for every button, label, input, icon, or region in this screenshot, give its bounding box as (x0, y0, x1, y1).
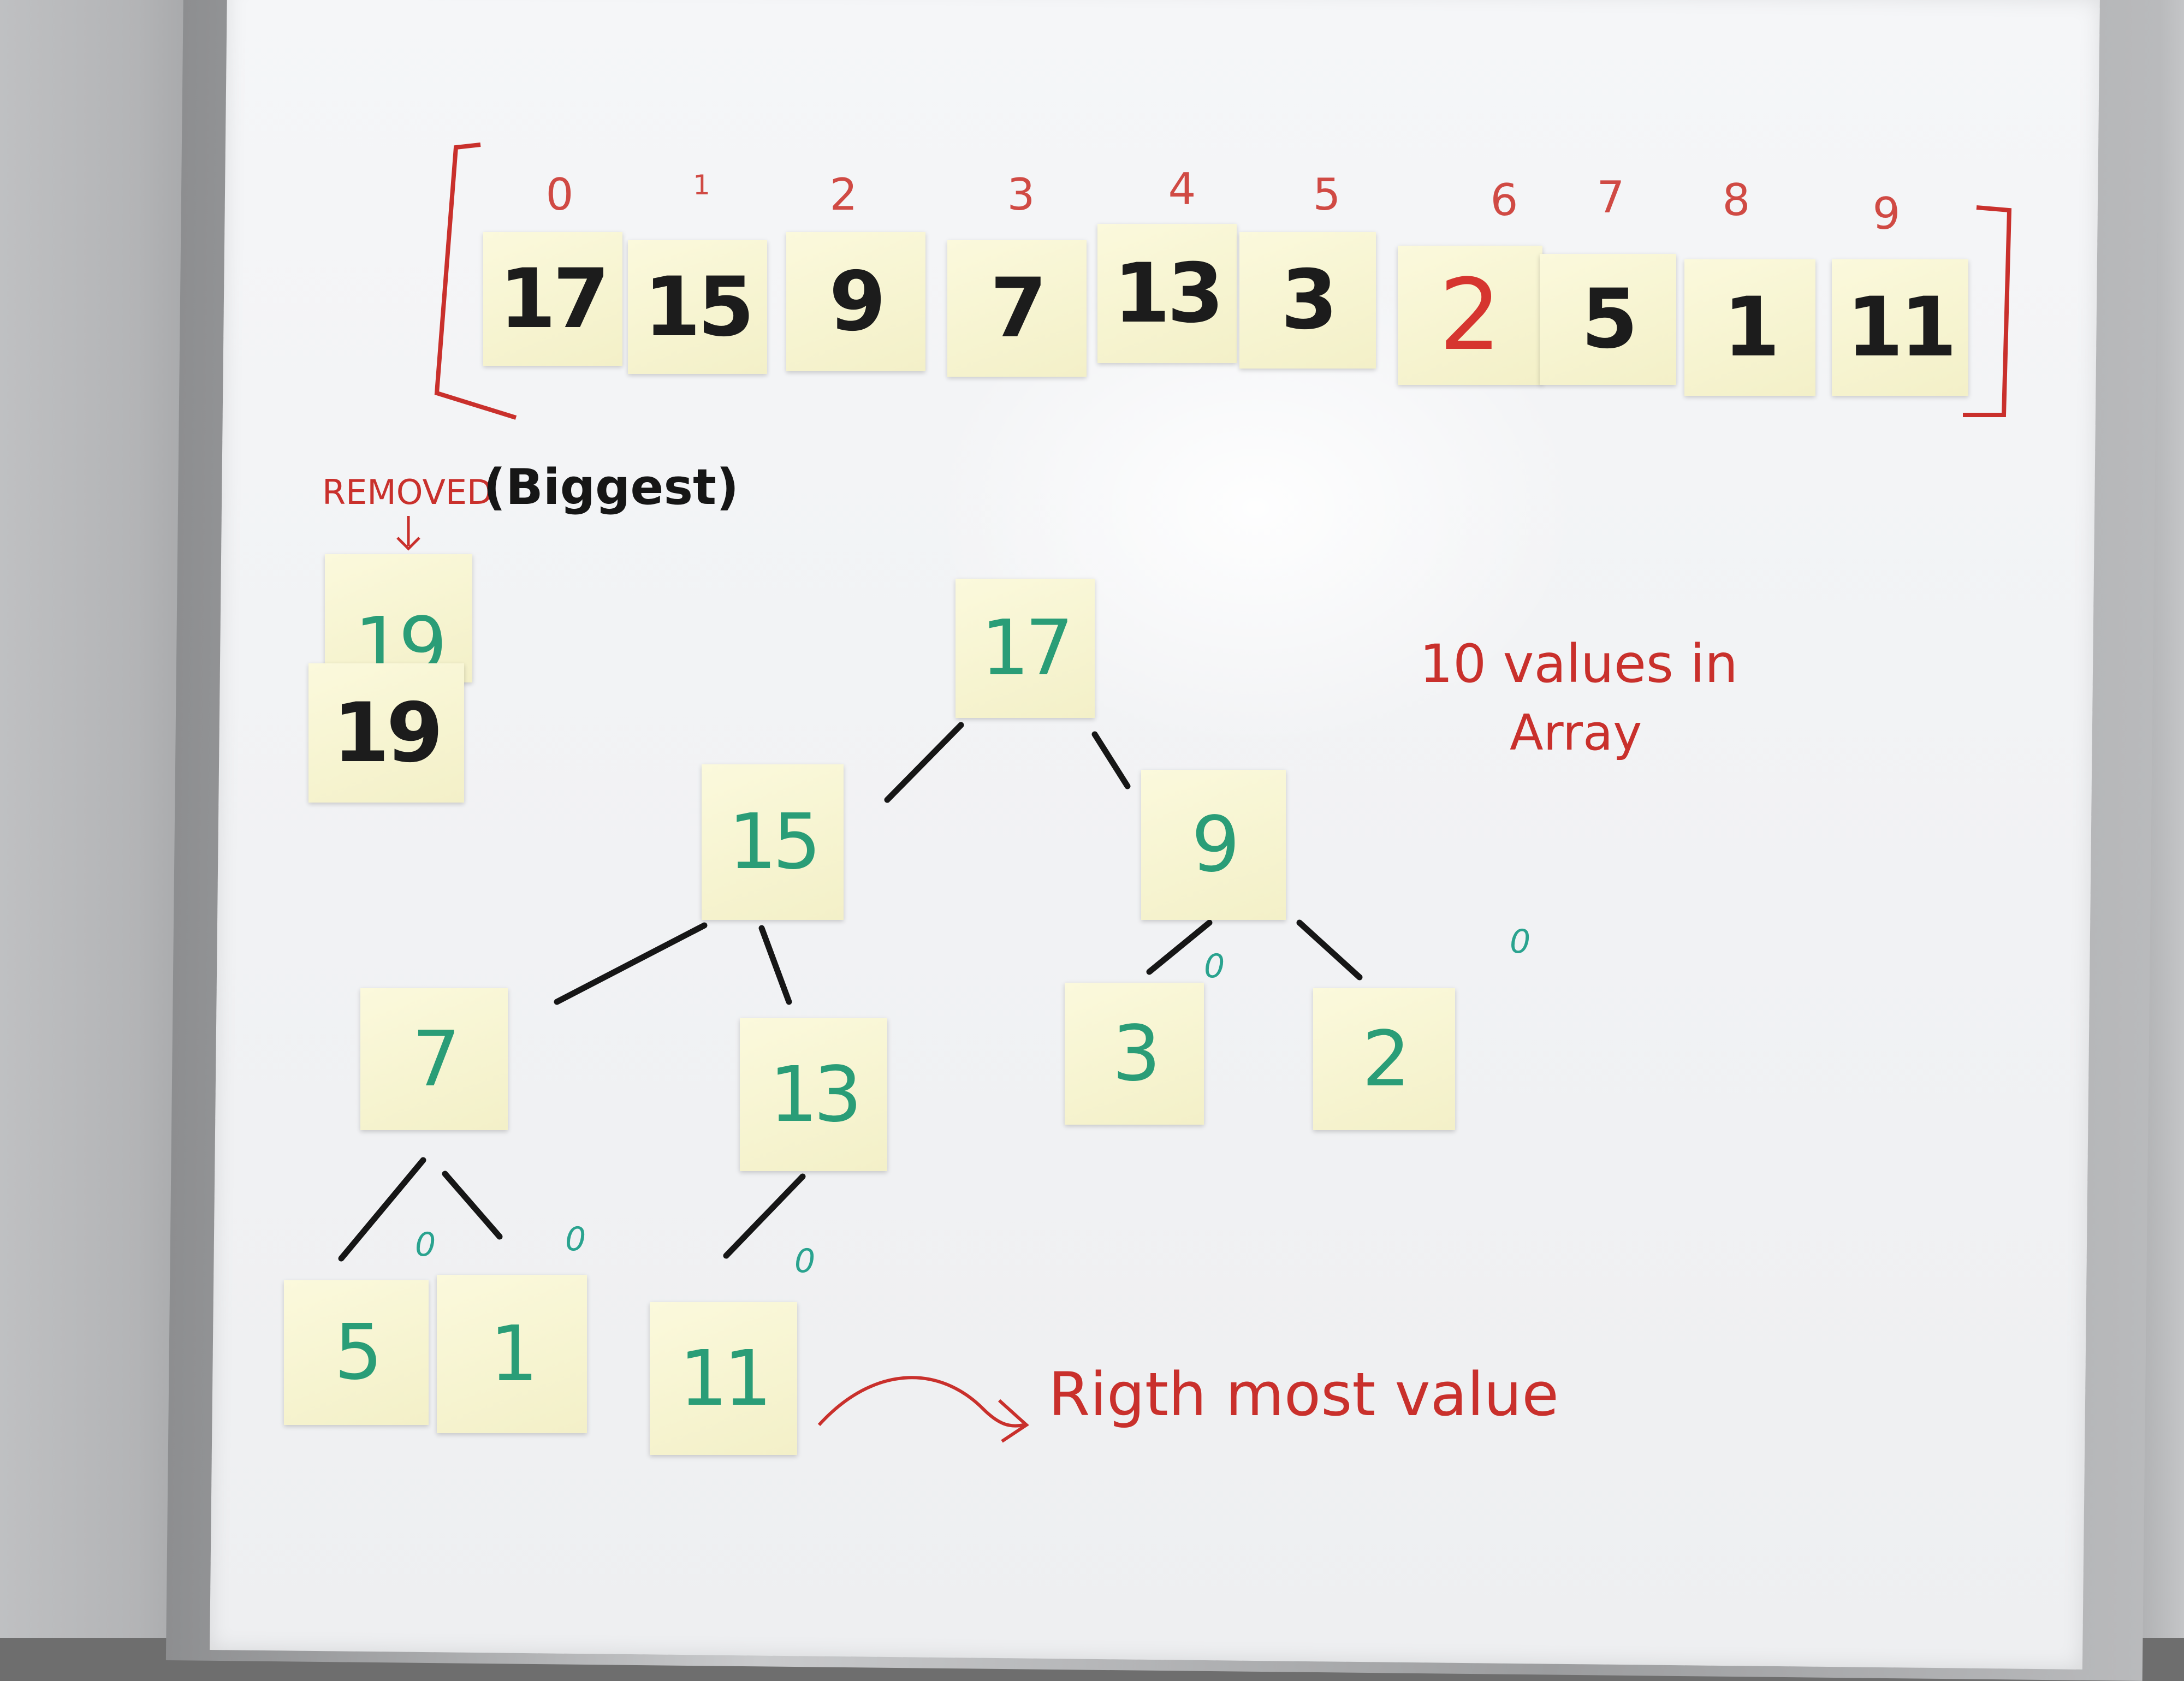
array-index-0: 0 (545, 169, 574, 220)
removed-label: REMOVED (322, 472, 493, 512)
tree-node-level2-0: 7 (360, 988, 508, 1130)
removed-qualifier: (Biggest) (483, 459, 739, 516)
edge-9-3 (1146, 919, 1213, 975)
tree-node-value: 17 (981, 604, 1073, 693)
tree-node-level3-0: 5 (284, 1280, 429, 1425)
rightmost-arrow (817, 1376, 1024, 1428)
array-index-7: 7 (1597, 172, 1625, 223)
value-count-line1: 10 values in (1420, 633, 1738, 694)
null-marker: 0 (794, 1242, 816, 1280)
array-value: 7 (990, 261, 1047, 356)
array-bracket-right (1963, 205, 2012, 417)
tree-node-value: 1 (489, 1309, 538, 1399)
edge-7-1 (442, 1171, 503, 1240)
array-cell-2: 9 (786, 232, 925, 371)
edge-7-5 (338, 1157, 426, 1262)
removed-arrow (396, 516, 420, 551)
null-marker: 0 (1204, 947, 1225, 985)
array-index-1: 1 (693, 169, 710, 201)
tree-node-level3-2: 11 (650, 1302, 797, 1455)
array-index-9: 9 (1872, 188, 1901, 239)
array-cell-1: 15 (628, 240, 767, 374)
array-cell-4: 13 (1097, 224, 1237, 363)
value-count-line2: Array (1510, 704, 1642, 762)
edge-17-15 (884, 722, 964, 803)
rightmost-value-label: Rigth most value (1048, 1359, 1559, 1429)
tree-node-level2-3: 2 (1313, 988, 1455, 1130)
array-index-3: 3 (1007, 169, 1035, 220)
null-marker: 0 (1510, 923, 1531, 961)
array-value: 9 (829, 254, 886, 349)
removed-note-bottom: 19 (308, 663, 464, 803)
rightmost-arrow-head (998, 1399, 1029, 1443)
array-cell-6-highlighted: 2 (1398, 246, 1542, 385)
tree-node-value: 9 (1191, 800, 1240, 889)
edge-15-13 (758, 925, 792, 1005)
array-value: 2 (1439, 258, 1502, 372)
tree-node-level1-left: 15 (702, 764, 844, 920)
edge-15-7 (554, 922, 708, 1005)
tree-node-value: 15 (728, 798, 821, 887)
tree-node-value: 3 (1112, 1009, 1161, 1098)
tree-node-value: 5 (334, 1308, 383, 1397)
tree-node-value: 2 (1362, 1014, 1410, 1104)
edge-13-11 (723, 1173, 806, 1259)
array-cell-5: 3 (1239, 232, 1376, 369)
array-value: 3 (1280, 253, 1338, 348)
array-index-2: 2 (829, 169, 858, 220)
tree-node-level1-right: 9 (1141, 770, 1286, 920)
array-cell-3: 7 (947, 240, 1087, 377)
tree-node-root: 17 (956, 579, 1095, 718)
array-index-4: 4 (1168, 164, 1196, 215)
array-cell-0: 17 (483, 232, 622, 366)
tree-node-level2-1: 13 (740, 1018, 887, 1171)
array-index-8: 8 (1722, 175, 1750, 225)
array-cell-9: 11 (1832, 259, 1968, 396)
tree-node-level3-1: 1 (437, 1275, 587, 1433)
tree-node-value: 11 (679, 1334, 772, 1423)
edge-17-9 (1091, 731, 1131, 789)
edge-9-2 (1296, 919, 1363, 981)
tree-node-value: 13 (769, 1050, 862, 1139)
null-marker: 0 (565, 1220, 586, 1258)
array-index-5: 5 (1313, 169, 1341, 220)
array-index-6: 6 (1490, 175, 1518, 225)
array-value: 13 (1113, 246, 1224, 341)
array-value: 1 (1723, 280, 1780, 375)
removed-value-bottom: 19 (333, 685, 443, 781)
marker-drawing (338, 142, 2012, 1443)
array-value: 5 (1581, 272, 1638, 367)
array-cell-7: 5 (1540, 254, 1676, 385)
array-value: 11 (1846, 280, 1957, 375)
array-value: 17 (499, 251, 610, 347)
tree-node-level2-2: 3 (1065, 983, 1204, 1125)
array-value: 15 (644, 259, 755, 355)
array-bracket-left (434, 142, 517, 420)
null-marker: 0 (415, 1226, 436, 1264)
array-cell-8: 1 (1684, 259, 1815, 396)
tree-node-value: 7 (412, 1014, 460, 1104)
